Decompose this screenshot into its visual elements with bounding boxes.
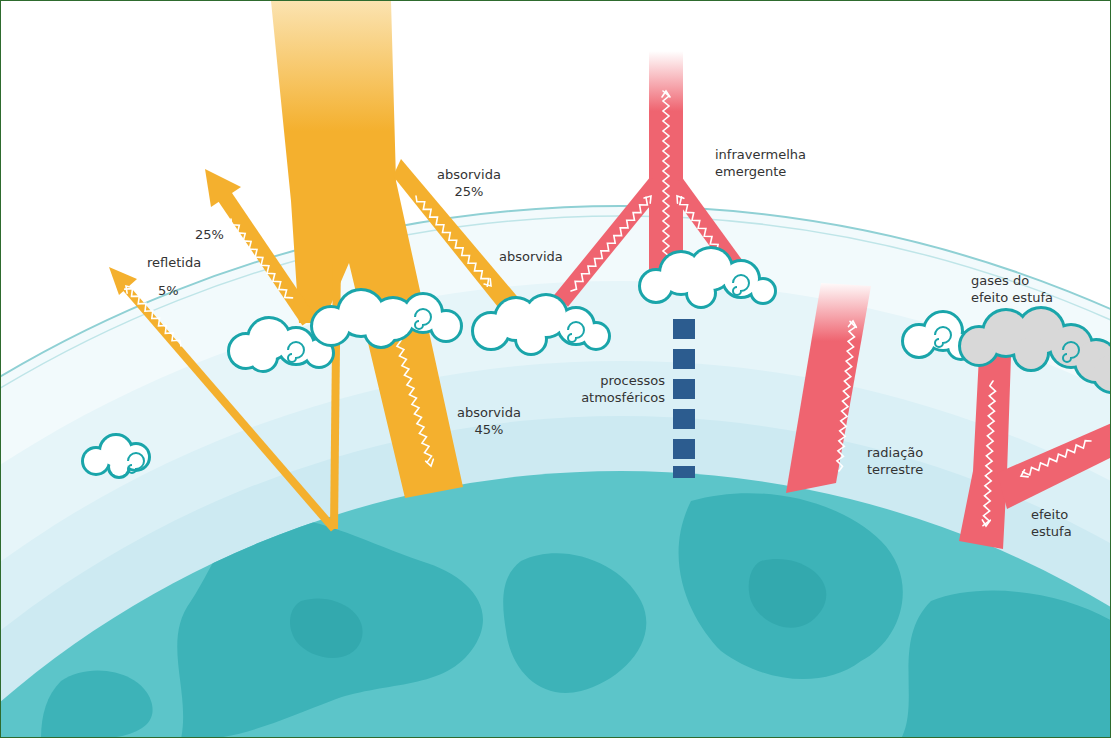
wave-arrowhead [126, 286, 133, 293]
wave-line [983, 381, 996, 526]
wave-arrowhead [677, 196, 684, 203]
wave-line [394, 331, 431, 462]
wave-line [416, 196, 489, 286]
cloud [961, 309, 1111, 391]
wave-arrowhead [644, 196, 651, 203]
label: 5% [158, 283, 198, 300]
wave-line [1023, 441, 1091, 475]
wave-line [571, 197, 647, 291]
wave-arrowhead [1021, 470, 1028, 477]
cloud [313, 291, 460, 346]
wave-arrowhead [848, 321, 856, 327]
wave-line [837, 321, 856, 471]
label: refletida [147, 255, 227, 272]
label: efeito estufa [1031, 507, 1093, 541]
label: processos atmosféricos [571, 373, 665, 407]
label: absorvida [499, 249, 579, 266]
label: gases do efeito estufa [971, 273, 1055, 307]
label: absorvida 25% [431, 167, 507, 201]
wave-arrowhead [662, 91, 670, 97]
label: infravermelha emergente [715, 147, 827, 181]
wave-arrowhead [982, 520, 990, 526]
label: absorvida 45% [451, 405, 527, 439]
wave-line [231, 219, 293, 298]
label: 25% [195, 227, 235, 244]
label: radiação terrestre [867, 445, 949, 479]
wave-line [663, 91, 669, 271]
cloud [641, 249, 774, 306]
wave-arrowhead [426, 459, 434, 466]
wave-arrowhead [484, 279, 491, 286]
cloud [84, 436, 148, 476]
cloud [474, 296, 608, 353]
